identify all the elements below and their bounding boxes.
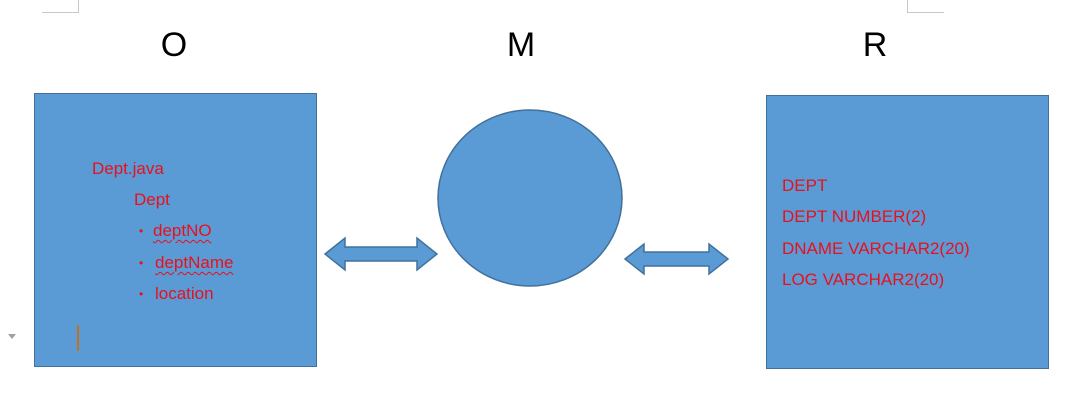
double-headed-arrow-icon[interactable] <box>623 242 730 276</box>
mapping-circle[interactable] <box>437 109 623 287</box>
relational-line-dname-column: DNAME VARCHAR2(20) <box>782 239 970 258</box>
heading-relational: R <box>862 26 888 64</box>
heading-mapping: M <box>506 26 536 64</box>
field-text: deptNO <box>153 221 212 240</box>
object-field-location: location <box>155 284 214 303</box>
page-corner-mark-right <box>907 0 944 13</box>
page-corner-mark-left <box>42 0 79 13</box>
relational-line-table: DEPT <box>782 176 828 195</box>
relational-line-log-column: LOG VARCHAR2(20) <box>782 270 945 289</box>
heading-object: O <box>160 26 188 64</box>
bullet-icon: • <box>139 256 144 270</box>
relational-box[interactable] <box>766 95 1049 369</box>
caret-down-icon[interactable] <box>8 334 16 339</box>
relational-line-dept-column: DEPT NUMBER(2) <box>782 207 927 226</box>
bullet-icon: • <box>139 287 144 301</box>
object-field-dept-no: deptNO <box>153 221 212 241</box>
object-class-name: Dept <box>134 190 170 209</box>
bullet-icon: • <box>139 224 144 238</box>
text-cursor <box>77 325 79 351</box>
object-box[interactable] <box>34 93 317 367</box>
object-field-dept-name: deptName <box>155 253 233 273</box>
object-file-name: Dept.java <box>92 159 164 178</box>
field-text: deptName <box>155 253 234 272</box>
double-headed-arrow-icon[interactable] <box>323 236 439 272</box>
